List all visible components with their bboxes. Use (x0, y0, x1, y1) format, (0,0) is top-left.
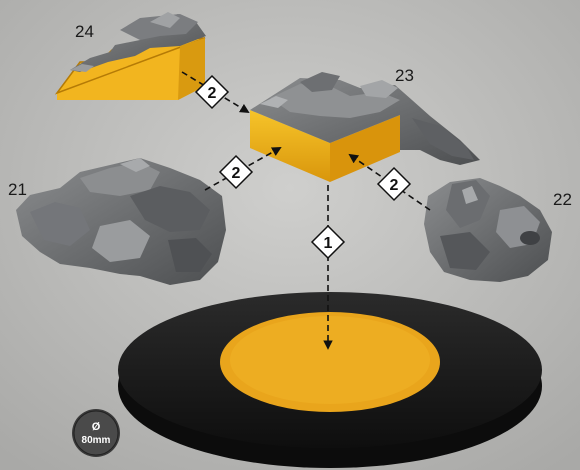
part-number-24: 24 (75, 22, 94, 42)
svg-text:2: 2 (390, 177, 399, 194)
svg-text:2: 2 (232, 165, 241, 182)
round-base (118, 292, 542, 468)
base-size-value: 80mm (82, 435, 111, 446)
part-number-22: 22 (553, 190, 572, 210)
svg-text:1: 1 (324, 235, 333, 252)
part-number-21: 21 (8, 180, 27, 200)
base-size-symbol: Ø (92, 421, 101, 433)
base-size-badge: Ø 80mm (72, 409, 120, 457)
part-number-23: 23 (395, 66, 414, 86)
svg-text:2: 2 (208, 85, 217, 102)
